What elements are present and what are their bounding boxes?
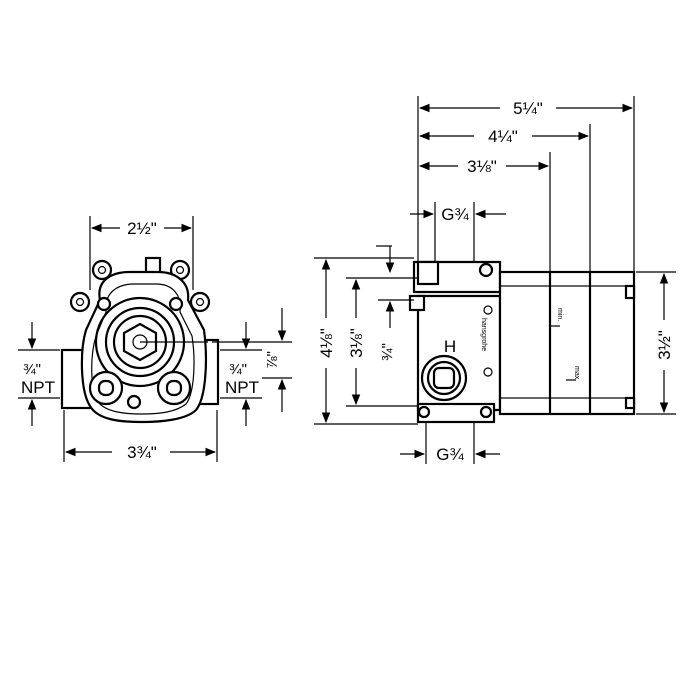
depth-middle-label: 4¼": [488, 127, 518, 146]
dimension-height-total: 4⅛": [314, 257, 418, 425]
dimension-depth-short: 3⅛": [418, 152, 551, 272]
dimension-depth-middle: 4¼": [418, 124, 591, 272]
height-total-label: 4⅛": [317, 328, 336, 358]
dim-width-bottom-label: 3¾": [127, 443, 157, 462]
right-inlet-size: ¾": [229, 361, 247, 378]
dim-width-top-label: 2½": [127, 219, 157, 238]
dimension-body-height: 3½": [636, 271, 676, 415]
dimension-offset-vertical: ¾": [376, 245, 414, 361]
dimension-left-inlet: ¾" NPT: [18, 322, 60, 426]
thread-top-label: G¾: [441, 205, 469, 224]
min-label: min.: [556, 308, 563, 321]
left-inlet-thread: NPT: [21, 378, 55, 397]
dimension-width-bottom: 3¾": [63, 410, 218, 462]
body-height-label: 3½": [655, 330, 674, 360]
right-offset-label: ⅞": [264, 351, 281, 369]
depth-total-label: 5¼": [513, 99, 543, 118]
depth-short-label: 3⅛": [467, 157, 497, 176]
central-cartridge: [94, 296, 208, 388]
dimension-thread-bottom: G¾: [400, 422, 500, 464]
side-view: hansgrohe H min. max. 5¼": [314, 96, 676, 464]
dimension-width-top: 2½": [89, 216, 194, 290]
dimension-right-offset: ⅞": [212, 308, 292, 412]
stop-knobs: [88, 370, 192, 406]
body-bolts: [96, 296, 184, 410]
hh-mark: H: [444, 337, 456, 356]
left-inlet-size: ¾": [23, 361, 41, 378]
offset-vertical-label: ¾": [379, 343, 396, 361]
cartridge-box: [498, 270, 636, 416]
dimension-thread-top: G¾: [410, 202, 506, 262]
outlet-port: [420, 354, 468, 402]
dimension-depth-total: 5¼": [417, 96, 635, 272]
max-label: max.: [573, 366, 580, 381]
right-inlet-thread: NPT: [225, 378, 259, 397]
dimension-height-inner: 3⅛": [346, 277, 418, 407]
front-view: 2½" 3¾" ¾" NPT ¾" NPT: [18, 216, 292, 462]
brand-label: hansgrohe: [480, 318, 487, 351]
dimension-right-inlet: ¾" NPT: [220, 322, 262, 426]
thread-bottom-label: G¾: [436, 445, 464, 464]
height-inner-label: 3⅛": [347, 328, 366, 358]
